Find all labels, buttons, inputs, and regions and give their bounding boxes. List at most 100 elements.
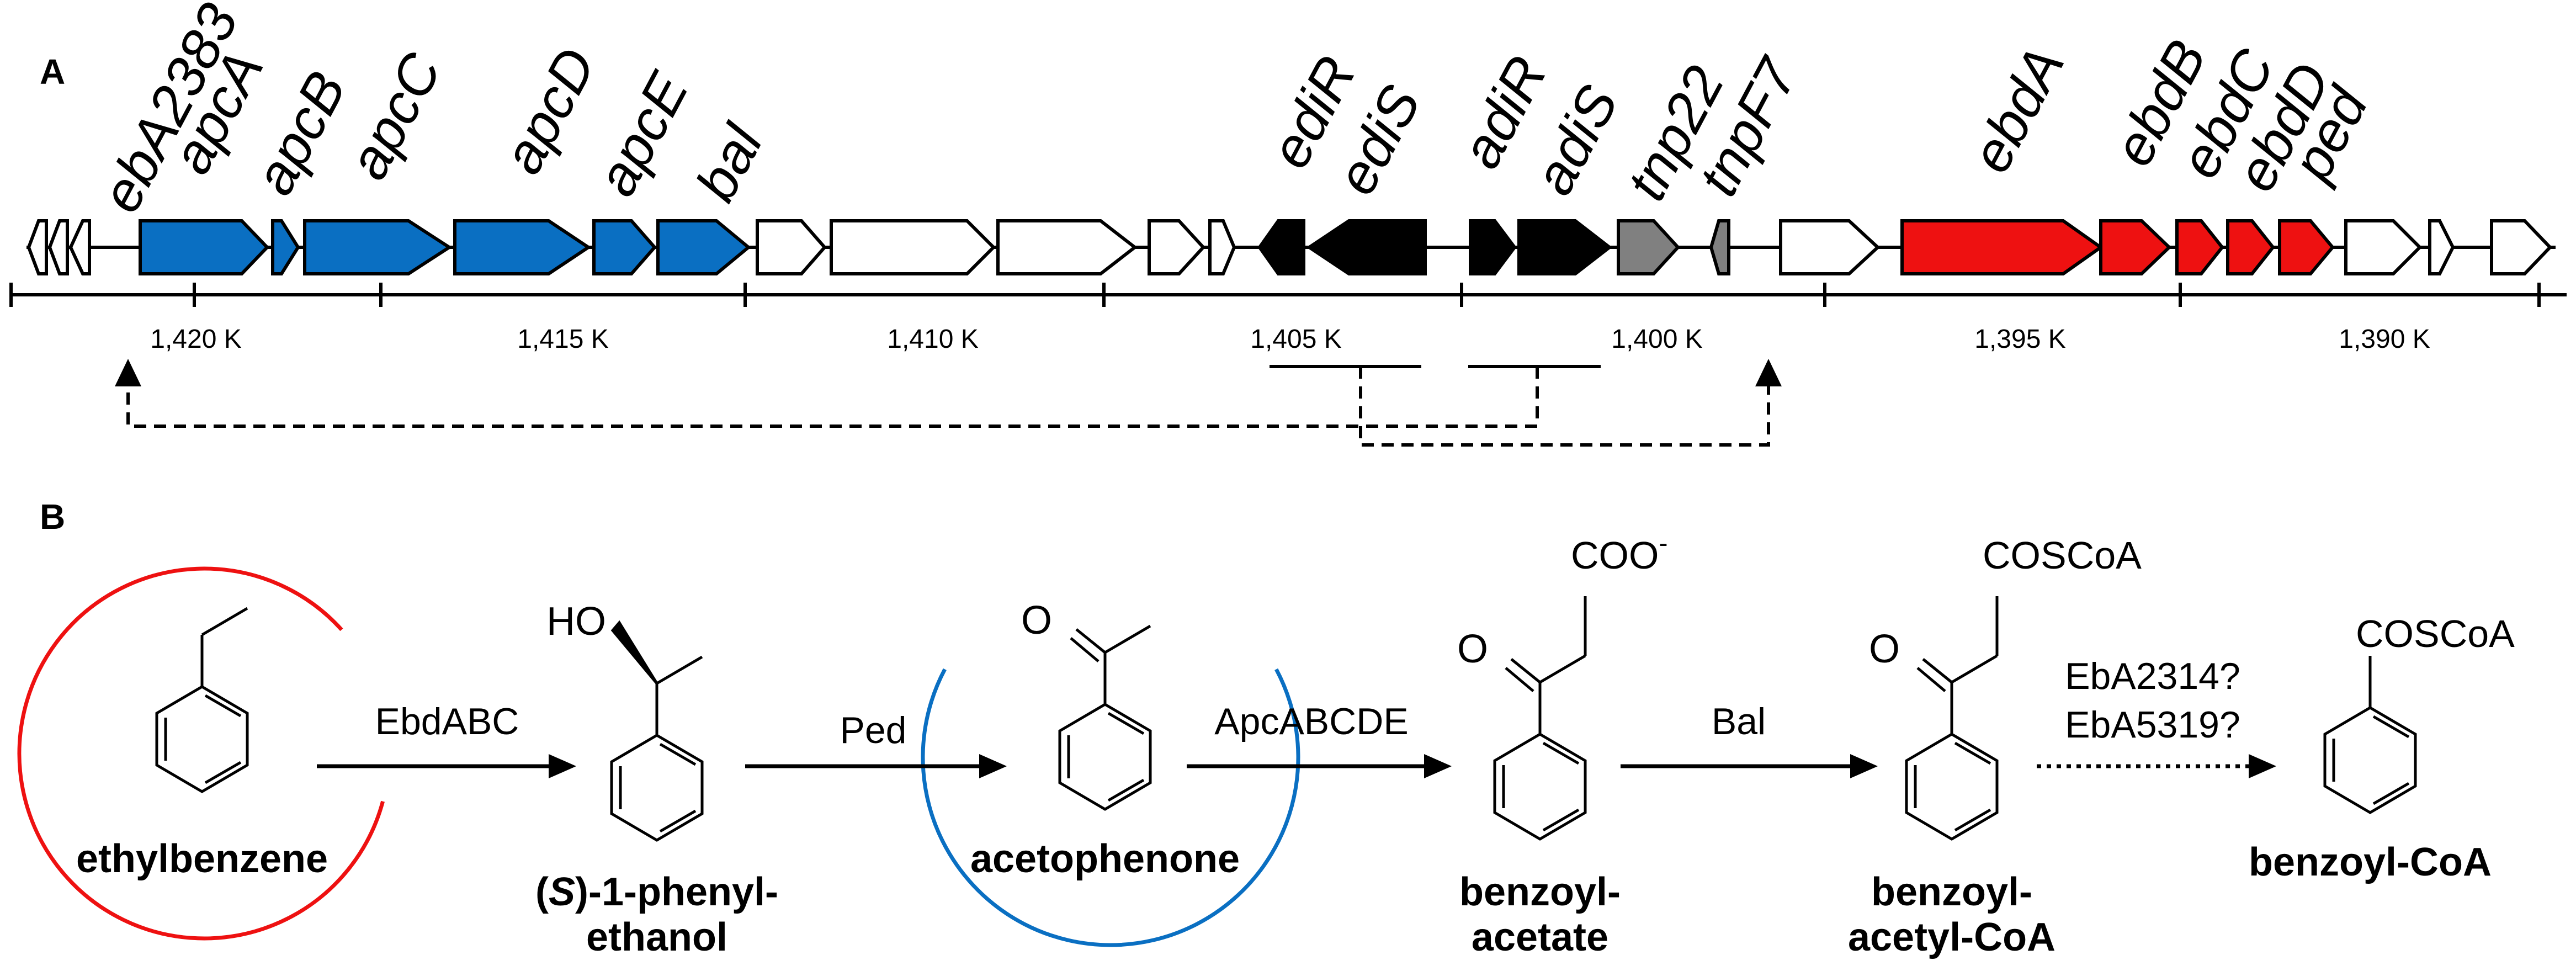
gene-arrow-o9 (1779, 219, 1881, 275)
gene-arrow-ebdB (2099, 219, 2172, 275)
gene-arrow-apcE (592, 219, 657, 275)
enzyme-bal: Bal (1712, 701, 1766, 742)
regulation-connectors (115, 359, 1782, 447)
compound-benzoylcoa: benzoyl-CoA (2249, 840, 2492, 884)
bond (1104, 624, 1151, 654)
gene-label-bal: bal (684, 114, 776, 211)
double-bond (204, 761, 242, 784)
molecule-phenylethanol (610, 620, 704, 842)
gene-arrow-o5 (830, 219, 996, 275)
gene-arrow-apcD (453, 219, 592, 275)
molecule-benzoylcoa (2323, 656, 2417, 814)
enzyme-apc: ApcABCDE (1214, 701, 1408, 742)
bond (1951, 654, 1998, 684)
gene-arrow-o1 (26, 219, 48, 275)
arrowhead (2249, 754, 2276, 778)
scale-label: 1,395 K (1974, 325, 2065, 354)
double-bond (1107, 778, 1145, 802)
carbonyl-bond (1070, 637, 1100, 662)
scale-label: 1,415 K (517, 325, 608, 354)
gene-arrow-o6 (996, 219, 1138, 275)
gene-arrow-ebdA (1900, 219, 2104, 275)
scale-ticks (9, 283, 2541, 307)
benzene-ring (1905, 733, 1999, 841)
ediRS-to-ebd-dashed (1359, 367, 1770, 447)
scale-label: 1,420 K (150, 325, 241, 354)
carbonyl-bond (1075, 628, 1106, 654)
carbonyl-bond (1922, 658, 1953, 683)
compound-ethylbenzene: ethylbenzene (76, 837, 328, 881)
gene-arrow-bal (656, 219, 751, 275)
benzene-ring (610, 734, 704, 842)
carbonyl-bond (1505, 667, 1534, 692)
gene-arrow-ediS (1306, 219, 1427, 275)
arrowhead (1850, 754, 1878, 778)
carboxylate-label: COO- (1571, 529, 1667, 577)
double-bond (1542, 741, 1580, 765)
double-bond (1542, 808, 1580, 832)
scale-label: 1,405 K (1250, 325, 1341, 354)
gene-arrow-apcC (303, 219, 453, 275)
double-bond (1954, 741, 1991, 765)
compound-benzoylacetate-line1: benzoyl- (1459, 870, 1621, 914)
molecule-ethylbenzene (155, 607, 249, 793)
acetophenone-highlight-circle (921, 668, 1300, 947)
gene-label-ebdA: ebdA (1959, 36, 2076, 182)
gene-arrow-adiR (1469, 219, 1517, 275)
gene-arrow-o11 (2428, 219, 2455, 275)
gene-label-apcE: apcE (585, 62, 700, 206)
double-bond (2372, 782, 2410, 805)
double-bond (1107, 712, 1145, 735)
compound-phenylethanol-line2: ethanol (586, 915, 727, 959)
carbonyl-o-label-2: O (1457, 627, 1488, 671)
gene-label-apcD: apcD (491, 38, 608, 184)
enzyme-eba2314: EbA2314? (2065, 655, 2240, 697)
reaction-arrows (317, 754, 2276, 778)
benzene-ring (1058, 703, 1152, 811)
benzene-ring (2323, 706, 2417, 814)
coscoa-label-1: COSCoA (1983, 534, 2142, 577)
gene-arrows (26, 219, 2553, 275)
benzene-ring (1493, 733, 1587, 841)
ethylbenzene-highlight-circle (17, 566, 385, 941)
enzyme-eba5319: EbA5319? (2065, 704, 2240, 746)
gene-arrow-o10 (2344, 219, 2423, 275)
enzyme-ped: Ped (840, 709, 907, 751)
gene-arrow-ebdC (2175, 219, 2224, 275)
ethyl-bond (201, 607, 248, 636)
gene-arrow-o3 (68, 219, 91, 275)
molecule-benzoylacetate (1493, 596, 1587, 841)
gene-arrow-ediR (1257, 219, 1305, 275)
benzene-ring (155, 685, 249, 793)
double-bond (659, 742, 697, 766)
compound-benzoylacetate-line2: acetate (1472, 915, 1608, 959)
bond (1539, 654, 1586, 684)
coscoa-label-2: COSCoA (2356, 612, 2515, 655)
molecule-benzoylacetylcoa (1905, 596, 1999, 841)
panel-a-letter: A (40, 52, 65, 92)
scale-label: 1,400 K (1611, 325, 1702, 354)
ebd-arrowhead (1755, 359, 1782, 386)
compound-benzoylacetylcoa-line1: benzoyl- (1871, 870, 2032, 914)
gene-arrow-o2 (47, 219, 69, 275)
carbonyl-o-label: O (1021, 598, 1052, 643)
gene-arrow-ped (2278, 219, 2335, 275)
panel-b-letter: B (40, 497, 65, 537)
gene-arrow-o12 (2490, 219, 2553, 275)
double-bond (2372, 715, 2410, 739)
scale-label: 1,390 K (2339, 325, 2430, 354)
double-bond (1954, 808, 1991, 832)
gene-arrow-tnpF7 (1709, 219, 1730, 275)
hydroxyl-label: HO (546, 599, 606, 644)
panel-b: B HO (17, 497, 2515, 959)
double-bond (204, 694, 242, 718)
gene-arrow-tnp22 (1617, 219, 1681, 275)
compound-phenylethanol-line1: (S)-1-phenyl- (535, 870, 778, 914)
gene-label-apcC: apcC (336, 43, 454, 189)
arrowhead (1424, 754, 1452, 778)
apc-arrowhead (115, 359, 141, 386)
